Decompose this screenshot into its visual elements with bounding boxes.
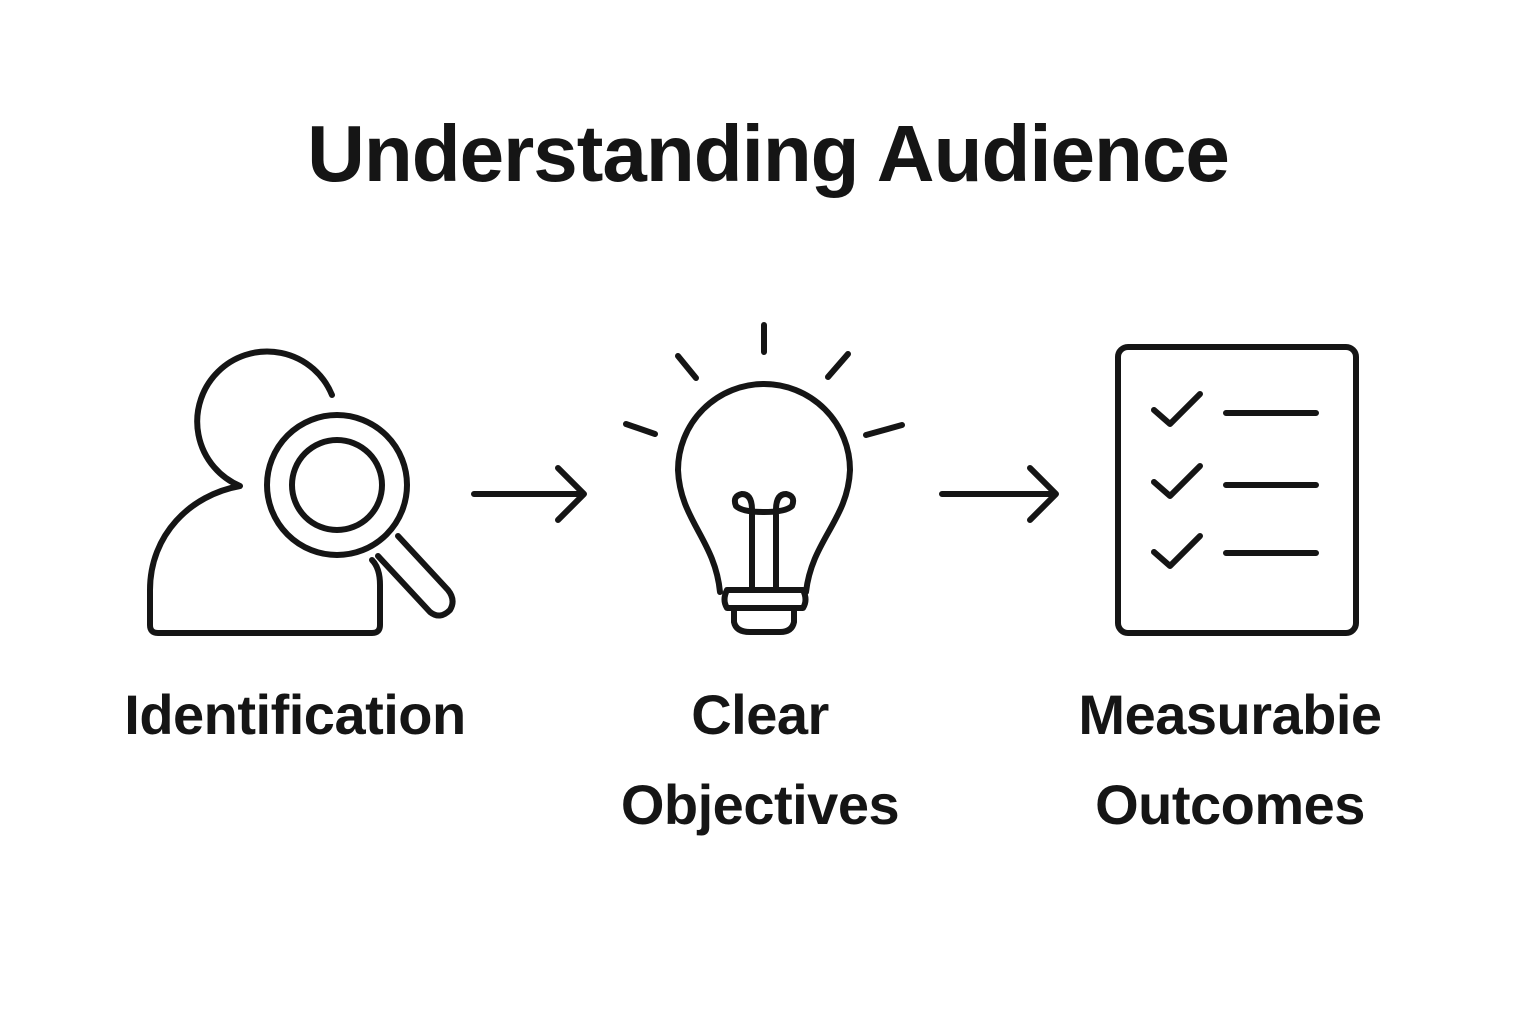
label-text: Identification bbox=[124, 683, 466, 746]
arrow-right-icon bbox=[471, 465, 587, 523]
lightbulb-icon bbox=[623, 322, 905, 635]
step-label-measurable-outcomes: Measurabie Outcomes bbox=[1030, 670, 1430, 850]
arrow-right-icon bbox=[939, 465, 1059, 523]
label-line: Objectives bbox=[620, 773, 900, 836]
diagram-title: Understanding Audience bbox=[307, 109, 1230, 198]
label-line: Outcomes bbox=[1095, 773, 1365, 836]
step-label-clear-objectives: Clear Objectives bbox=[560, 670, 960, 850]
label-line: Measurabie bbox=[1078, 683, 1382, 746]
step-label-identification: Identification bbox=[90, 670, 500, 760]
label-line: Clear bbox=[691, 683, 829, 746]
person-search-icon bbox=[147, 348, 456, 636]
checklist-icon bbox=[1115, 344, 1359, 636]
